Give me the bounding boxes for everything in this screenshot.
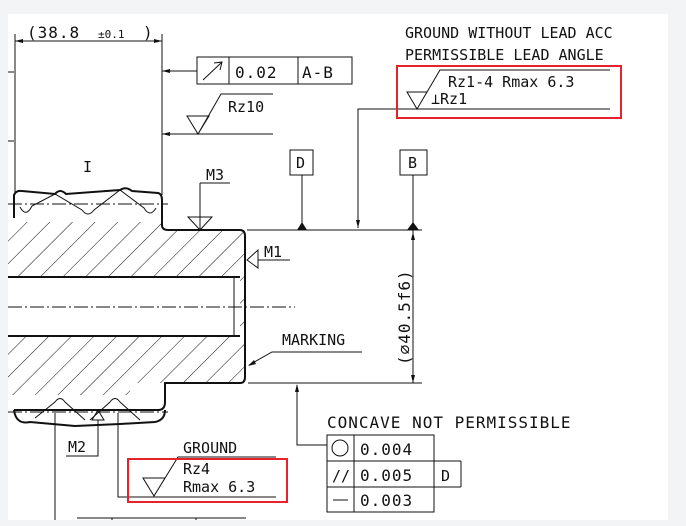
highlight-box-bottom [127, 458, 288, 503]
mark-m2: M2 [66, 409, 105, 457]
circularity-icon [331, 439, 349, 457]
drawing-sheet: (38.8 ±0.1 ) 0.02 A-B Rz10 I [8, 14, 668, 520]
ground-label: GROUND [183, 439, 237, 457]
length-close: ) [143, 23, 154, 42]
runout-datum: A-B [302, 63, 334, 82]
surface-bottom-line2: Rmax 6.3 [183, 478, 255, 496]
view-label: I [83, 158, 92, 176]
parallelism-value: 0.005 [360, 466, 413, 485]
rz10-label: Rz10 [228, 98, 264, 116]
parallelism-icon: // [332, 467, 350, 485]
datum-d-label: D [296, 154, 305, 172]
circularity-value: 0.004 [360, 440, 413, 459]
surface-finish-bottom: GROUND Rz4 Rmax 6.3 [117, 413, 288, 503]
runout-value: 0.02 [235, 63, 278, 82]
diameter-dimension: (⌀40.5f6) [248, 230, 422, 384]
surface-bottom-line1: Rz4 [183, 460, 210, 478]
technical-drawing: (38.8 ±0.1 ) 0.02 A-B Rz10 I [8, 23, 622, 520]
form-control-frames: // 0.004 0.005 D 0.003 [326, 434, 462, 513]
length-dimension: (38.8 ±0.1 ) [8, 23, 163, 195]
m1-label: M1 [264, 243, 282, 261]
surface-top-line2: ⊥Rz1 [431, 90, 467, 108]
ground-note-line1: GROUND WITHOUT LEAD ACC [405, 24, 613, 42]
surface-finish-rz10: Rz10 [162, 93, 273, 136]
circular-runout-icon [202, 61, 223, 81]
m3-label: M3 [206, 166, 224, 184]
runout-control-frame: 0.02 A-B [162, 56, 353, 85]
marking-label: MARKING [282, 331, 345, 349]
mark-m1: M1 [246, 243, 290, 269]
marking-callout: MARKING [248, 331, 362, 366]
datum-b-label: B [408, 154, 417, 172]
ground-note-line2: PERMISSIBLE LEAD ANGLE [405, 46, 604, 64]
parallelism-datum: D [441, 467, 450, 485]
diameter-value: (⌀40.5f6) [395, 269, 414, 365]
surface-top-line1: Rz1-4 Rmax 6.3 [448, 73, 574, 91]
concave-note: CONCAVE NOT PERMISSIBLE [327, 413, 572, 432]
datum-b: B [399, 149, 428, 230]
datum-d: D [289, 149, 314, 230]
mark-m3: M3 [186, 166, 230, 231]
m2-label: M2 [68, 438, 86, 456]
surface-finish-top: Rz1-4 Rmax 6.3 ⊥Rz1 [356, 65, 622, 228]
shaft-section [8, 187, 295, 428]
straightness-value: 0.003 [360, 491, 413, 510]
length-value: (38.8 [27, 23, 80, 42]
highlight-box-top [396, 65, 622, 119]
length-tolerance: ±0.1 [98, 28, 125, 41]
